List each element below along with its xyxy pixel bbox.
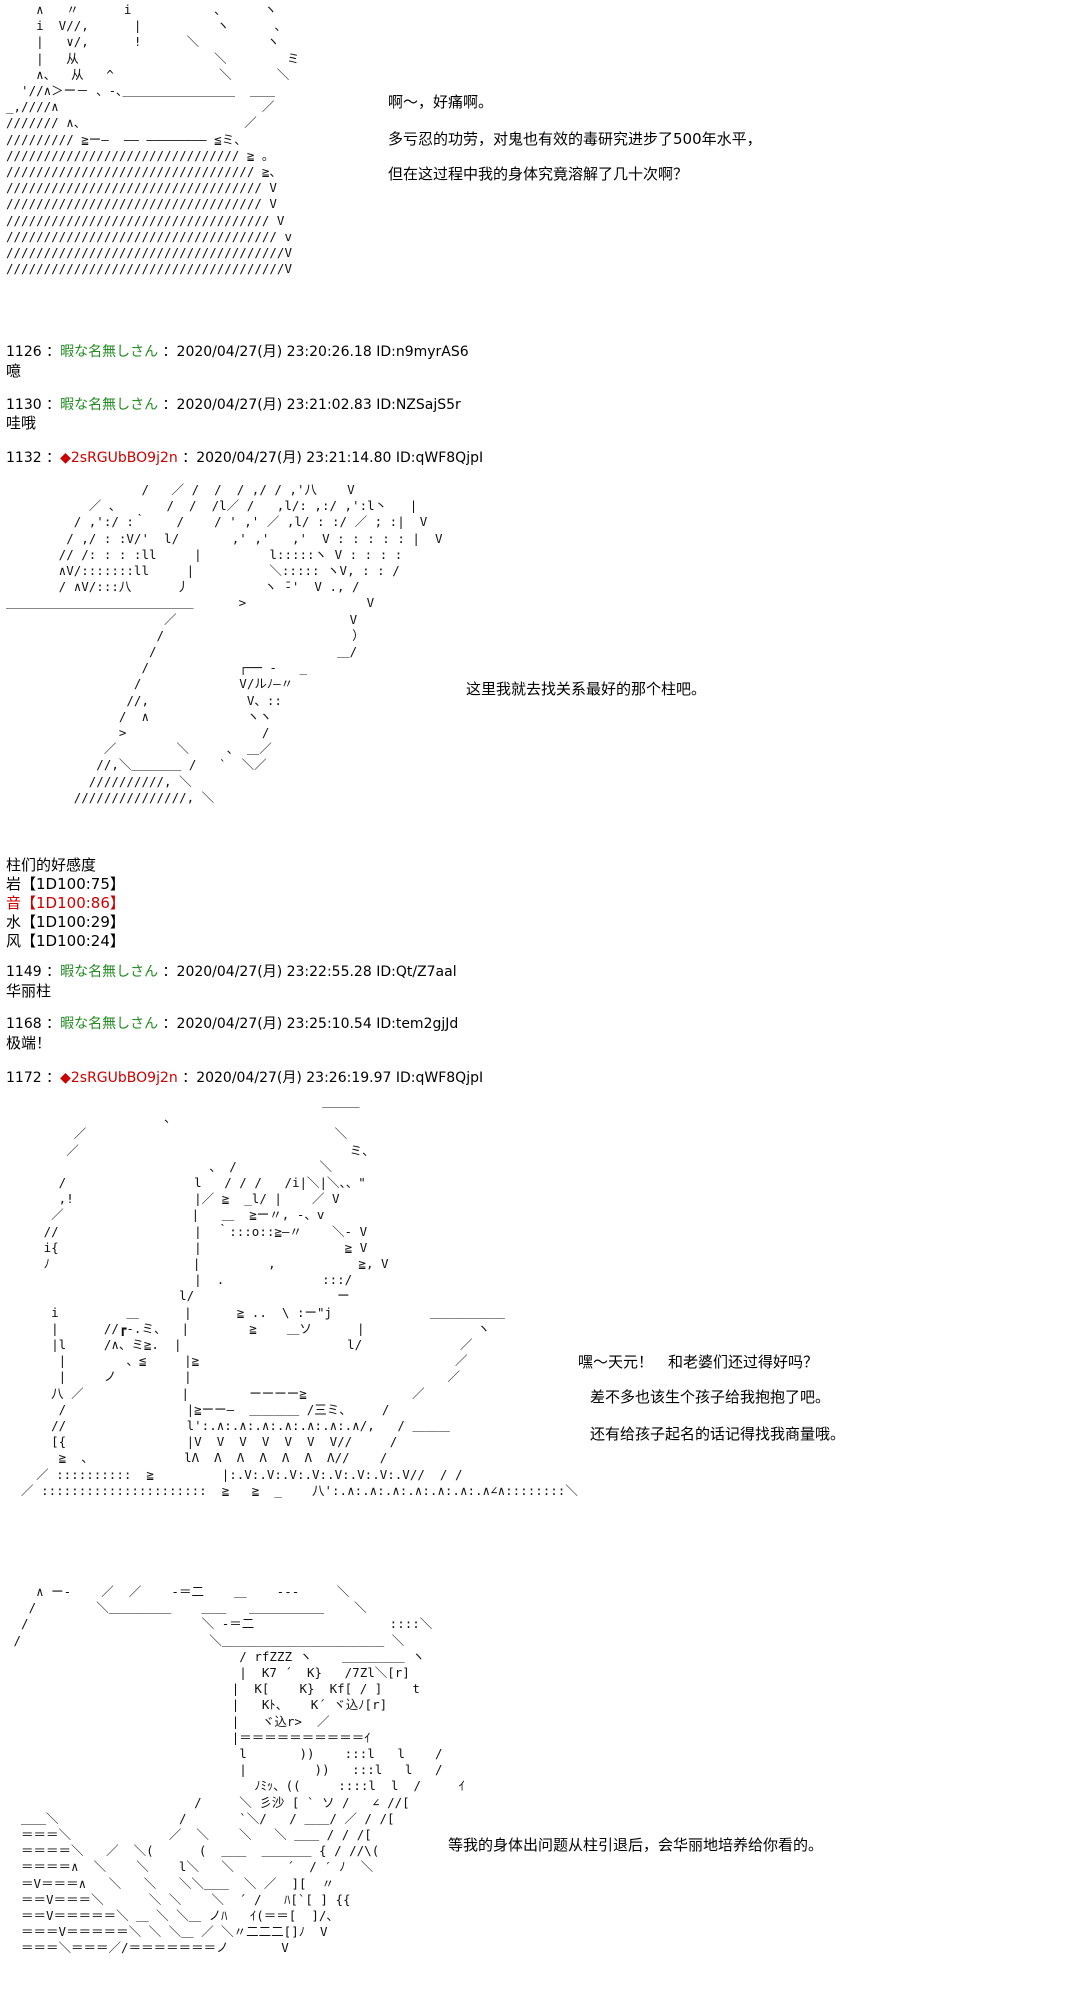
post-number: 1130 bbox=[6, 397, 42, 413]
affinity-row: 水【1D100:29】 bbox=[6, 913, 125, 932]
post-header: 1168 ：暇な名無しさん ：2020/04/27(月) 23:25:10.54… bbox=[6, 1015, 458, 1033]
post-body: 噫 bbox=[6, 362, 22, 380]
poster-name[interactable]: 暇な名無しさん bbox=[60, 344, 159, 360]
separator: ： bbox=[41, 397, 61, 413]
post-body: 华丽柱 bbox=[6, 982, 52, 1000]
affinity-label: 音 bbox=[6, 894, 22, 912]
affinity-label: 风 bbox=[6, 932, 22, 950]
ascii-art-2: / ／ / / / ,/ / ,'八 V ／ 、 / / /l／ / ,l/: … bbox=[6, 482, 443, 805]
poster-name[interactable]: 暇な名無しさん bbox=[60, 397, 159, 413]
post-date-id: ：2020/04/27(月) 23:25:10.54 ID:tem2gjJd bbox=[158, 1016, 459, 1032]
dialogue-line: 但在这过程中我的身体究竟溶解了几十次啊？ bbox=[388, 165, 689, 183]
poster-name[interactable]: 暇な名無しさん bbox=[60, 1016, 159, 1032]
post-number: 1132 bbox=[6, 450, 42, 466]
affinity-value: 【1D100:24】 bbox=[21, 932, 125, 950]
poster-trip[interactable]: 2sRGUbBO9j2n bbox=[70, 1070, 178, 1086]
separator: ： bbox=[41, 1016, 61, 1032]
dialogue-line: 等我的身体出问题从柱引退后，会华丽地培养给你看的。 bbox=[448, 1836, 824, 1854]
affinity-title: 柱们的好感度 bbox=[6, 856, 97, 874]
affinity-row: 风【1D100:24】 bbox=[6, 932, 125, 951]
post-number: 1126 bbox=[6, 344, 42, 360]
separator: ： bbox=[41, 1070, 61, 1086]
affinity-value: 【1D100:75】 bbox=[21, 875, 125, 893]
post-date-id: ：2020/04/27(月) 23:20:26.18 ID:n9myrAS6 bbox=[158, 344, 469, 360]
separator: ： bbox=[41, 344, 61, 360]
dialogue-line: 多亏忍的功劳，对鬼也有效的毒研究进步了500年水平， bbox=[388, 130, 762, 148]
post-date-id: ：2020/04/27(月) 23:21:14.80 ID:qWF8QjpI bbox=[177, 450, 484, 466]
ascii-art-4: ∧ ー- ／ ／ -＝二 ＿ --- ＼ / ＼＿＿＿＿＿ ＿＿ ＿＿＿＿＿＿ … bbox=[13, 1584, 465, 1956]
post-header: 1132 ：◆2sRGUbBO9j2n ：2020/04/27(月) 23:21… bbox=[6, 449, 483, 467]
ascii-art-3: ＿＿＿ 、 ／ ＼ ／ ミ、 、 / ＼ / l / / / bbox=[21, 1094, 578, 1498]
post-number: 1149 bbox=[6, 964, 42, 980]
separator: ： bbox=[41, 450, 61, 466]
post-number: 1172 bbox=[6, 1070, 42, 1086]
affinity-value: 【1D100:29】 bbox=[21, 913, 125, 931]
post-number: 1168 bbox=[6, 1016, 42, 1032]
post-date-id: ：2020/04/27(月) 23:26:19.97 ID:qWF8QjpI bbox=[177, 1070, 484, 1086]
dialogue-line: 嘿～天元！ 和老婆们还过得好吗？ bbox=[578, 1353, 819, 1371]
affinity-list: 柱们的好感度 岩【1D100:75】 音【1D100:86】 水【1D100:2… bbox=[6, 856, 125, 951]
affinity-value: 【1D100:86】 bbox=[21, 894, 125, 912]
dialogue-line: 这里我就去找关系最好的那个柱吧。 bbox=[466, 680, 707, 698]
post-date-id: ：2020/04/27(月) 23:21:02.83 ID:NZSajS5r bbox=[158, 397, 461, 413]
dialogue-line: 还有给孩子起名的话记得找我商量哦。 bbox=[590, 1425, 846, 1443]
poster-name[interactable]: 暇な名無しさん bbox=[60, 964, 159, 980]
separator: ： bbox=[41, 964, 61, 980]
affinity-row-highlight: 音【1D100:86】 bbox=[6, 894, 125, 913]
affinity-label: 水 bbox=[6, 913, 22, 931]
poster-trip[interactable]: 2sRGUbBO9j2n bbox=[70, 450, 178, 466]
post-body: 极端！ bbox=[6, 1034, 52, 1052]
post-header: 1172 ：◆2sRGUbBO9j2n ：2020/04/27(月) 23:26… bbox=[6, 1069, 483, 1087]
affinity-row: 岩【1D100:75】 bbox=[6, 875, 125, 894]
post-date-id: ：2020/04/27(月) 23:22:55.28 ID:Qt/Z7aal bbox=[158, 964, 457, 980]
post-header: 1130 ：暇な名無しさん ：2020/04/27(月) 23:21:02.83… bbox=[6, 396, 461, 414]
post-header: 1126 ：暇な名無しさん ：2020/04/27(月) 23:20:26.18… bbox=[6, 343, 469, 361]
dialogue-line: 差不多也该生个孩子给我抱抱了吧。 bbox=[590, 1388, 831, 1406]
post-body: 哇哦 bbox=[6, 414, 37, 432]
trip-diamond-icon: ◆ bbox=[60, 450, 71, 466]
ascii-art-1: ∧ 〃 i 、 ヽ i V//, | ヽ 、 | ∨/, ! ＼ ヽ | 从 ＼… bbox=[6, 2, 300, 277]
trip-diamond-icon: ◆ bbox=[60, 1070, 71, 1086]
affinity-label: 岩 bbox=[6, 875, 22, 893]
dialogue-line: 啊～，好痛啊。 bbox=[388, 93, 494, 111]
post-header: 1149 ：暇な名無しさん ：2020/04/27(月) 23:22:55.28… bbox=[6, 963, 457, 981]
